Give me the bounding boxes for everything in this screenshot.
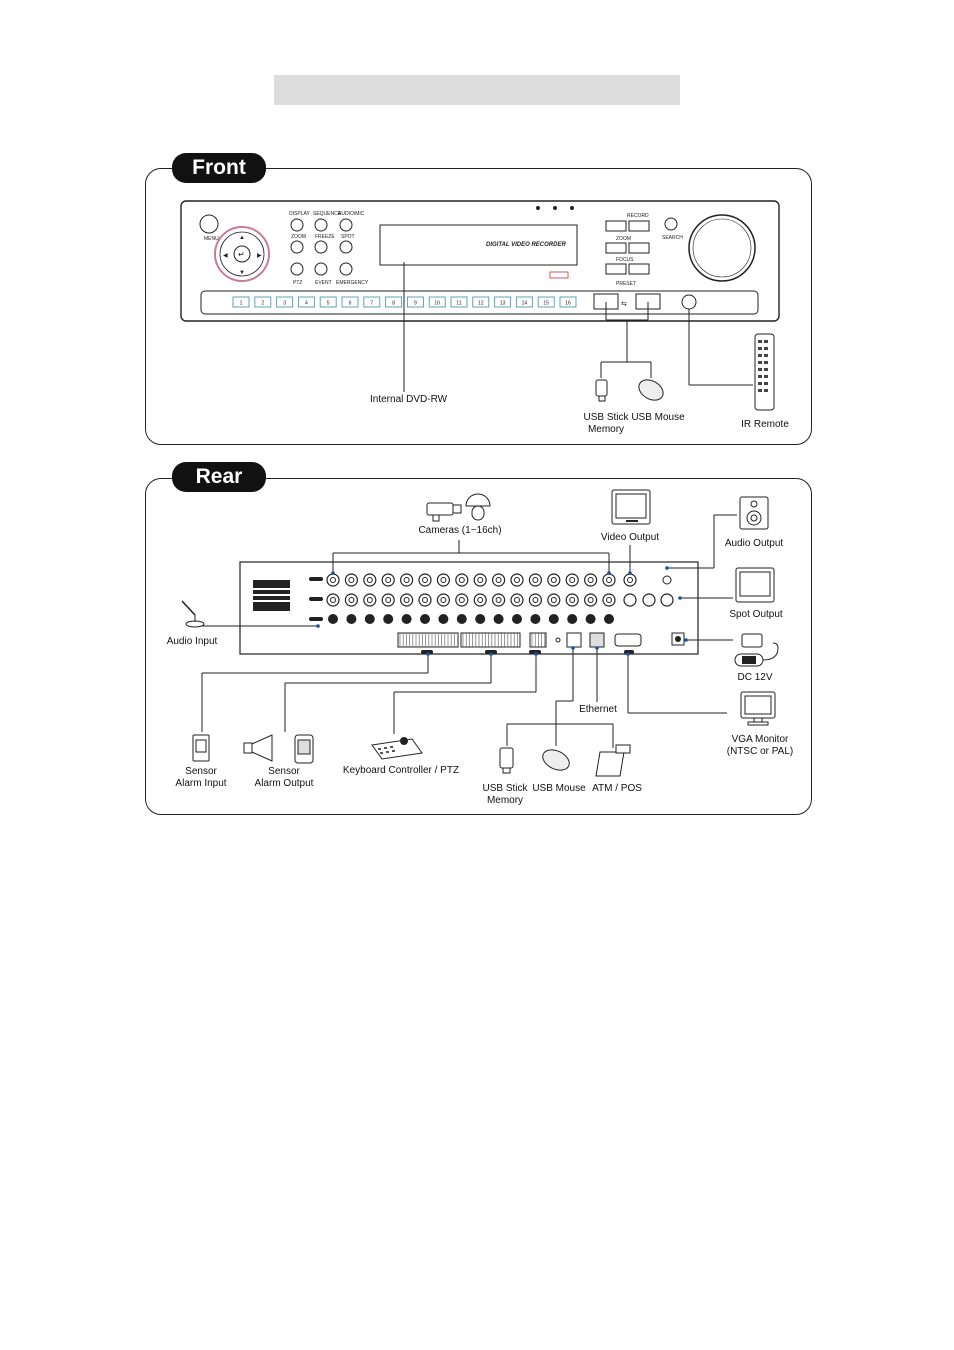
label-sensor-input: Sensor Alarm Input (175, 766, 227, 789)
label-ir-remote: IR Remote (741, 419, 789, 430)
rear-tag: Rear (172, 462, 266, 492)
label-usb-stick-rear: USB Stick Memory (482, 783, 528, 806)
label-usb-stick-front: USB Stick Memory (583, 412, 629, 435)
label-video-output: Video Output (600, 532, 660, 543)
label-sensor-output: Sensor Alarm Output (254, 766, 314, 789)
label-atm-pos: ATM / POS (592, 783, 642, 794)
front-panel (145, 168, 812, 445)
label-spot-output: Spot Output (729, 609, 783, 620)
label-dc: DC 12V (737, 672, 773, 683)
label-ethernet: Ethernet (579, 704, 617, 715)
label-cameras: Cameras (1~16ch) (418, 525, 502, 536)
section-title-bar (274, 75, 680, 105)
front-tag: Front (172, 153, 266, 183)
label-audio-input: Audio Input (166, 636, 218, 647)
label-keyboard: Keyboard Controller / PTZ (342, 765, 460, 776)
label-vga-monitor: VGA Monitor (NTSC or PAL) (726, 734, 794, 757)
label-dvd-rw: Internal DVD-RW (370, 394, 448, 405)
label-audio-output: Audio Output (724, 538, 784, 549)
label-usb-mouse-front: USB Mouse (631, 412, 685, 423)
label-usb-mouse-rear: USB Mouse (532, 783, 586, 794)
